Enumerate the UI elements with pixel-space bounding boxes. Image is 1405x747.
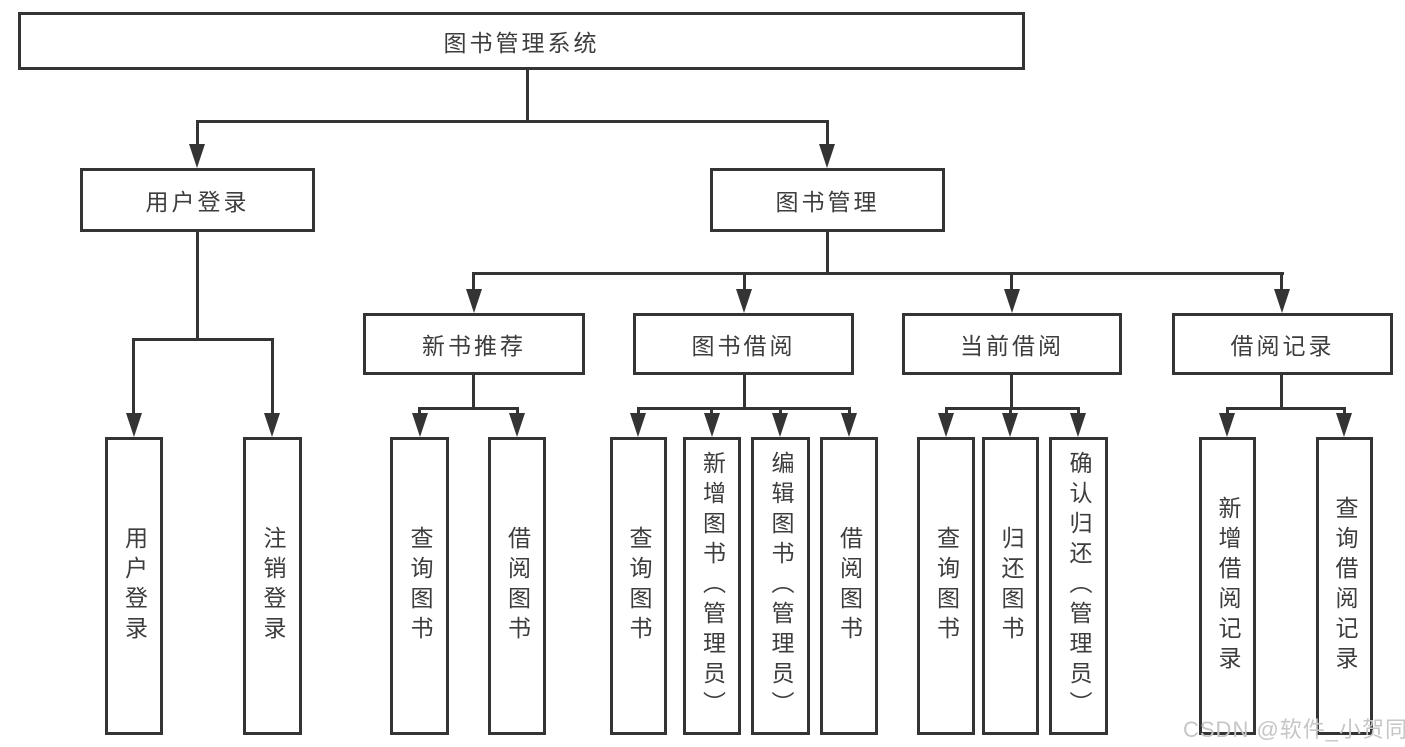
node-edit-book-admin: 编辑图书（管理员） xyxy=(751,437,810,735)
node-label: 借阅记录 xyxy=(1230,333,1335,359)
node-add-borrow-record: 新增借阅记录 xyxy=(1199,437,1256,735)
arrow-down-icon xyxy=(1219,413,1235,437)
node-label: 查询借阅记录 xyxy=(1332,496,1358,676)
node-label: 查询图书 xyxy=(626,526,652,646)
connector-user-login-drop xyxy=(196,120,199,152)
node-query-book-borrow: 查询图书 xyxy=(610,437,667,735)
node-label: 图书借阅 xyxy=(691,333,796,359)
connector-root-stem xyxy=(526,70,529,123)
arrow-down-icon xyxy=(509,413,525,437)
node-label: 借阅图书 xyxy=(504,526,531,646)
node-borrow-records: 借阅记录 xyxy=(1172,313,1393,375)
node-label: 新增借阅记录 xyxy=(1215,496,1241,676)
arrow-down-icon xyxy=(704,413,720,437)
arrow-down-icon xyxy=(264,413,280,437)
node-label: 图书管理系统 xyxy=(443,30,600,56)
node-query-book-current: 查询图书 xyxy=(917,437,975,735)
node-label: 当前借阅 xyxy=(960,333,1064,359)
connector-new-book-stem xyxy=(472,375,475,410)
arrow-down-icon xyxy=(841,413,857,437)
node-borrow-book-recommend: 借阅图书 xyxy=(488,437,546,735)
connector-user-login-stem xyxy=(196,232,199,341)
node-label: 新书推荐 xyxy=(422,333,526,359)
arrow-down-icon xyxy=(412,413,428,437)
connector-book-mgmt-splitter xyxy=(473,272,1284,275)
node-label: 新增图书（管理员） xyxy=(699,451,726,721)
connector-book-borrow-stem xyxy=(743,375,746,410)
arrow-down-icon xyxy=(1002,413,1018,437)
connector-borrow-record-splitter xyxy=(1226,407,1346,410)
connector-level3-drop xyxy=(472,272,475,297)
node-confirm-return-admin: 确认归还（管理员） xyxy=(1049,437,1108,735)
node-return-book: 归还图书 xyxy=(982,437,1039,735)
connector-user-login-splitter xyxy=(133,338,274,341)
connector-leaf-drop xyxy=(132,338,135,418)
arrow-down-icon xyxy=(189,144,205,168)
arrow-down-icon xyxy=(466,289,482,313)
node-logout-action: 注销登录 xyxy=(243,437,302,735)
node-borrow-book: 借阅图书 xyxy=(820,437,878,735)
node-label: 查询图书 xyxy=(933,526,960,646)
watermark: CSDN @软件_小贺同学 xyxy=(1183,717,1405,742)
arrow-down-icon xyxy=(1070,413,1086,437)
node-library-system: 图书管理系统 xyxy=(18,12,1025,70)
node-add-book-admin: 新增图书（管理员） xyxy=(683,437,741,735)
connector-root-splitter xyxy=(196,120,829,123)
arrow-down-icon xyxy=(126,413,142,437)
connector-leaf-drop xyxy=(271,338,274,418)
connector-new-book-splitter xyxy=(418,407,519,410)
arrow-down-icon xyxy=(736,289,752,313)
node-label: 编辑图书（管理员） xyxy=(768,451,794,721)
node-label: 查询图书 xyxy=(407,526,433,646)
arrow-down-icon xyxy=(1004,289,1020,313)
node-label: 注销登录 xyxy=(260,526,286,646)
node-book-borrow: 图书借阅 xyxy=(633,313,854,375)
connector-book-borrow-splitter xyxy=(637,407,851,410)
node-query-borrow-record: 查询借阅记录 xyxy=(1316,437,1373,735)
node-new-book-recommend: 新书推荐 xyxy=(363,313,585,375)
connector-level3-drop xyxy=(1280,272,1283,297)
node-book-management: 图书管理 xyxy=(710,168,945,232)
arrow-down-icon xyxy=(1336,413,1352,437)
node-label: 图书管理 xyxy=(775,189,880,215)
arrow-down-icon xyxy=(819,144,835,168)
node-user-login: 用户登录 xyxy=(80,168,315,232)
connector-level3-drop xyxy=(743,272,746,297)
node-label: 借阅图书 xyxy=(836,526,863,646)
arrow-down-icon xyxy=(1274,289,1290,313)
connector-book-mgmt-stem xyxy=(826,232,829,275)
connector-current-borrow-splitter xyxy=(945,407,1080,410)
arrow-down-icon xyxy=(630,413,646,437)
arrow-down-icon xyxy=(938,413,954,437)
connector-level3-drop xyxy=(1010,272,1013,297)
node-label: 归还图书 xyxy=(998,526,1024,646)
node-current-borrow: 当前借阅 xyxy=(902,313,1122,375)
connector-current-borrow-stem xyxy=(1010,375,1013,410)
node-label: 用户登录 xyxy=(121,526,148,646)
connector-book-mgmt-drop xyxy=(826,120,829,152)
node-label: 确认归还（管理员） xyxy=(1066,451,1092,721)
connector-borrow-record-stem xyxy=(1280,375,1283,410)
arrow-down-icon xyxy=(772,413,788,437)
node-label: 用户登录 xyxy=(145,189,250,215)
node-query-book-recommend: 查询图书 xyxy=(390,437,449,735)
node-user-login-action: 用户登录 xyxy=(105,437,163,735)
